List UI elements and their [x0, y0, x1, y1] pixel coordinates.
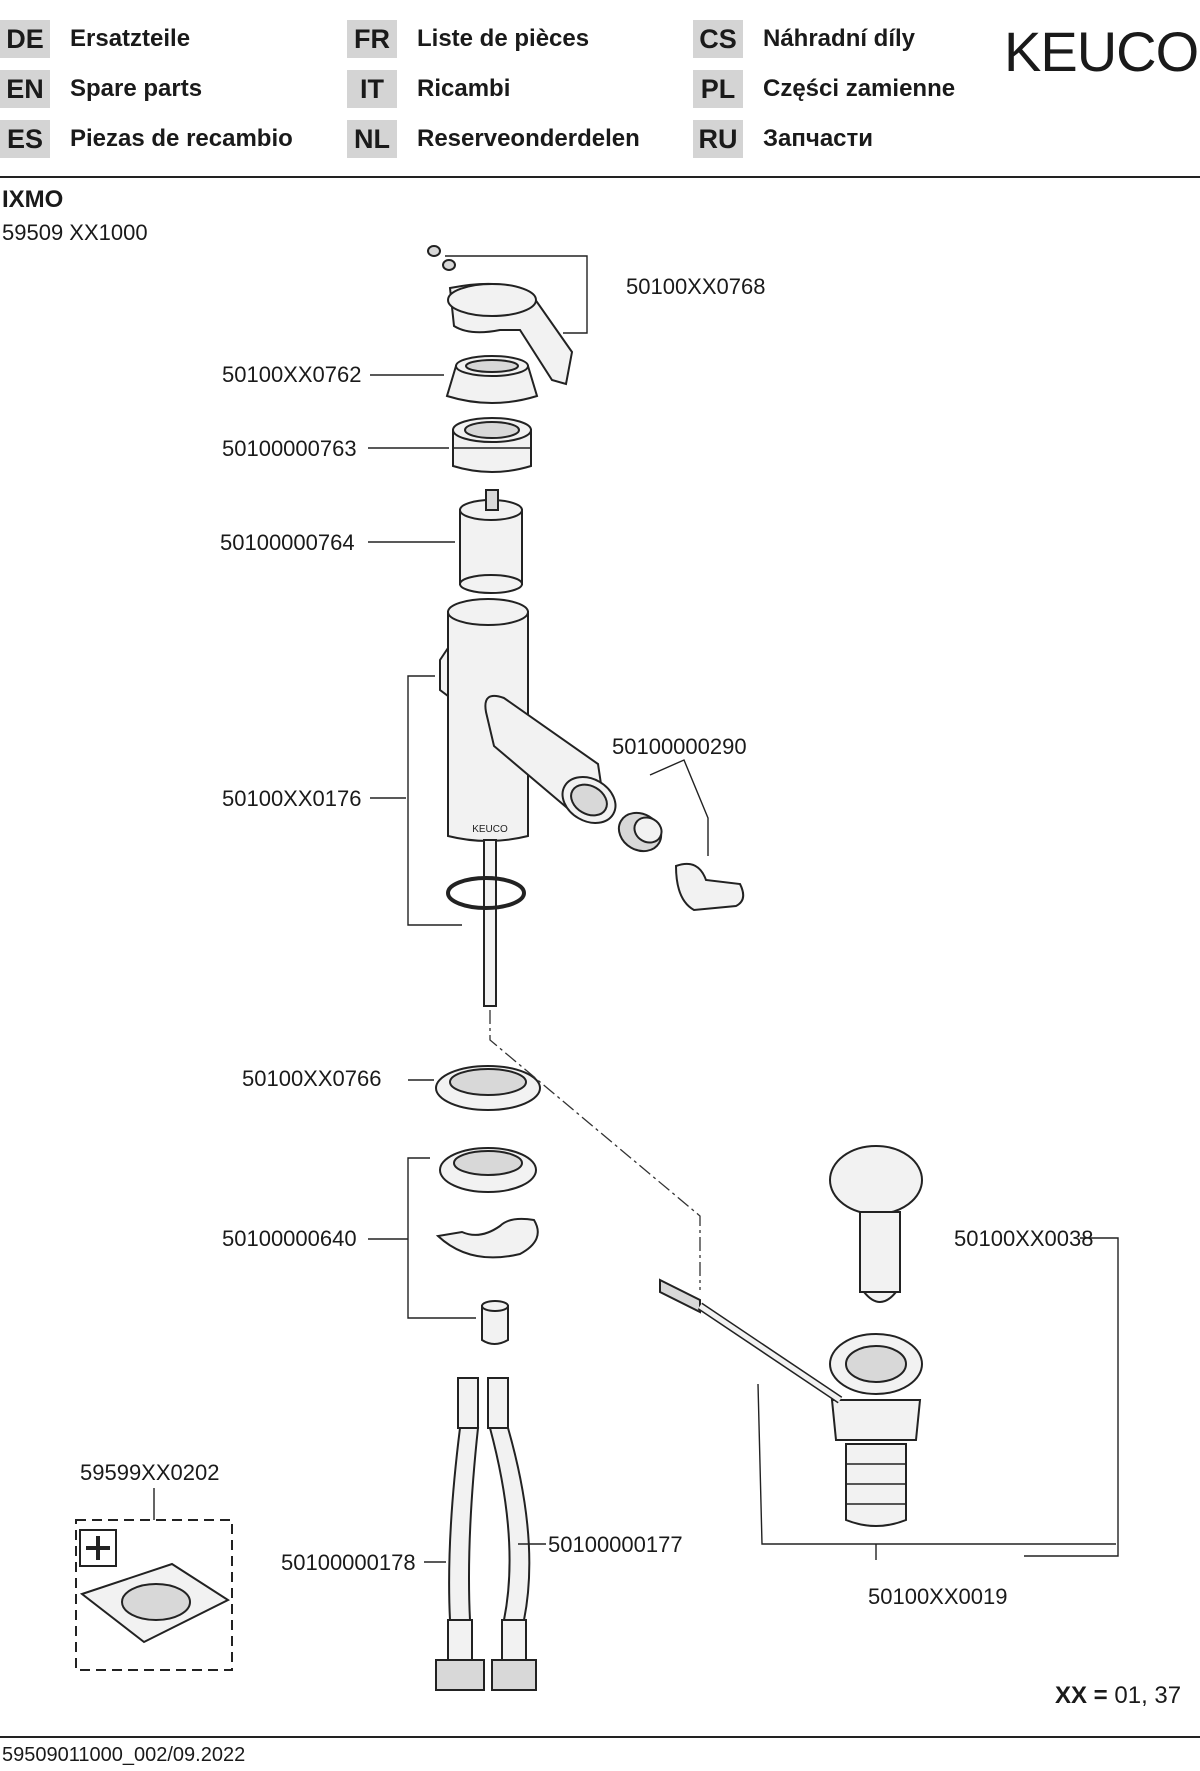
faucet-body-part	[439, 598, 617, 1007]
part-number-cover-cap: 50100XX0762	[222, 362, 362, 387]
lang-name-it: Ricambi	[417, 75, 511, 102]
handle-screws	[427, 245, 456, 271]
hose-left-part	[435, 1377, 485, 1691]
lang-code-nl: NL	[347, 120, 397, 158]
fixing-set-bracket	[407, 1157, 476, 1319]
lang-code-ru: RU	[693, 120, 743, 158]
lang-code-de: DE	[0, 20, 50, 58]
product-code: 59509 XX1000	[2, 220, 148, 245]
waste-part	[829, 1333, 923, 1527]
waste-bracket	[757, 1383, 1116, 1560]
cartridge-part	[459, 489, 523, 594]
lang-code-it: IT	[347, 70, 397, 108]
rosette-box	[75, 1519, 233, 1671]
footer-divider	[0, 1736, 1200, 1738]
plug-part	[829, 1145, 923, 1303]
part-number-nut: 50100000763	[222, 436, 357, 461]
part-number-hose-left: 50100000178	[281, 1550, 416, 1575]
lang-code-cs: CS	[693, 20, 743, 58]
lang-code-es: ES	[0, 120, 50, 158]
variant-codes: XX = 01, 37	[1055, 1682, 1181, 1710]
faucet-logo-mark: KEUCO	[472, 824, 508, 835]
base-ring-part	[435, 1065, 541, 1111]
handle-leader	[445, 255, 588, 334]
part-number-fixing-set: 50100000640	[222, 1226, 357, 1251]
lang-code-pl: PL	[693, 70, 743, 108]
handle-part	[447, 282, 574, 386]
lang-name-en: Spare parts	[70, 75, 203, 102]
plus-icon	[79, 1529, 117, 1567]
cover-cap-part	[445, 355, 539, 404]
part-number-base-ring: 50100XX0766	[242, 1066, 382, 1091]
nut-part	[452, 417, 532, 473]
aerator-part	[617, 811, 745, 912]
lang-code-en: EN	[0, 70, 50, 108]
part-number-aerator: 50100000290	[612, 734, 747, 759]
lang-code-fr: FR	[347, 20, 397, 58]
lang-name-de: Ersatzteile	[70, 25, 191, 52]
lang-name-ru: Запчасти	[763, 125, 874, 152]
brand-logo: KEUCO	[1004, 20, 1199, 83]
part-number-rosette: 59599XX0202	[80, 1460, 220, 1485]
pull-rod-part	[659, 1278, 843, 1404]
fixing-set-part	[435, 1147, 539, 1345]
variant-values: 01, 37	[1114, 1682, 1182, 1709]
aerator-leader	[649, 759, 709, 856]
part-number-waste: 50100XX0019	[868, 1584, 1008, 1609]
document-id: 59509011000_002/09.2022	[2, 1744, 246, 1766]
product-name: IXMO	[2, 186, 64, 213]
part-number-cartridge: 50100000764	[220, 530, 355, 555]
lang-name-es: Piezas de recambio	[70, 125, 293, 152]
part-number-body: 50100XX0176	[222, 786, 362, 811]
rosette-part	[79, 1562, 231, 1644]
lang-name-fr: Liste de pièces	[417, 25, 590, 52]
lang-name-nl: Reserveonderdelen	[417, 125, 640, 152]
part-number-plug: 50100XX0038	[954, 1226, 1094, 1251]
part-number-hose-right: 50100000177	[548, 1532, 683, 1557]
plug-leader	[1024, 1237, 1119, 1557]
hose-right-part	[487, 1377, 537, 1691]
lang-name-cs: Náhradní díly	[763, 25, 916, 52]
lang-name-pl: Części zamienne	[763, 75, 956, 102]
body-leader	[407, 675, 462, 926]
variant-label: XX =	[1055, 1682, 1108, 1709]
part-number-handle: 50100XX0768	[626, 274, 766, 299]
header-divider	[0, 176, 1200, 178]
